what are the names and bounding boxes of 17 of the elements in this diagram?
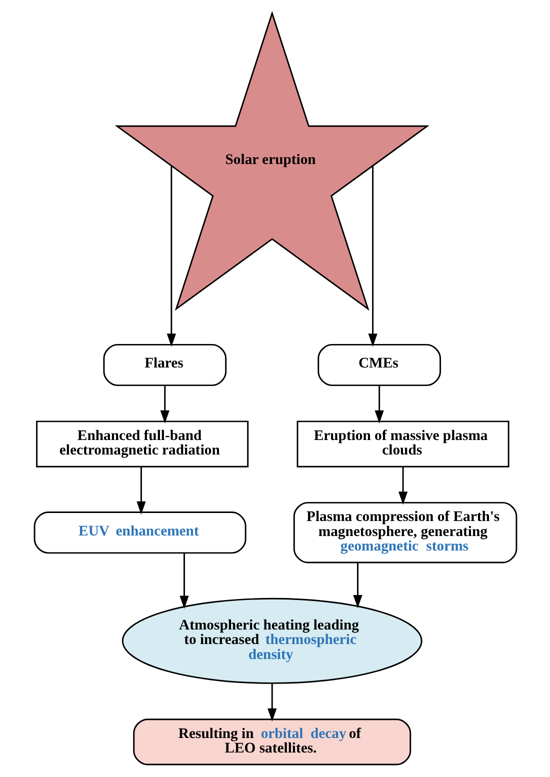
arrow [374, 384, 384, 423]
node-box: Eruption of massive plasma clouds [296, 420, 509, 467]
node-box: EUV enhancement [33, 511, 246, 554]
arrow [166, 166, 176, 346]
arrow [179, 552, 188, 608]
node-box: Enhanced full-band electromagnetic radiation [36, 420, 248, 467]
arrow [368, 166, 377, 346]
node-box: Flares [102, 343, 226, 386]
arrow [136, 466, 146, 514]
node-box: CMEs [317, 343, 441, 386]
arrow [267, 682, 276, 721]
node-box: Plasma compression of Earth's magnetosphere, generating geomagnetic storms [292, 501, 517, 563]
arrow [160, 384, 169, 423]
arrow [398, 466, 408, 504]
node-box: Resulting in orbital decay of LEO satellites. [132, 718, 411, 765]
node-ellipse: Atmospheric heating leading to increased thermospheric density [121, 597, 422, 684]
arrow [352, 562, 362, 608]
